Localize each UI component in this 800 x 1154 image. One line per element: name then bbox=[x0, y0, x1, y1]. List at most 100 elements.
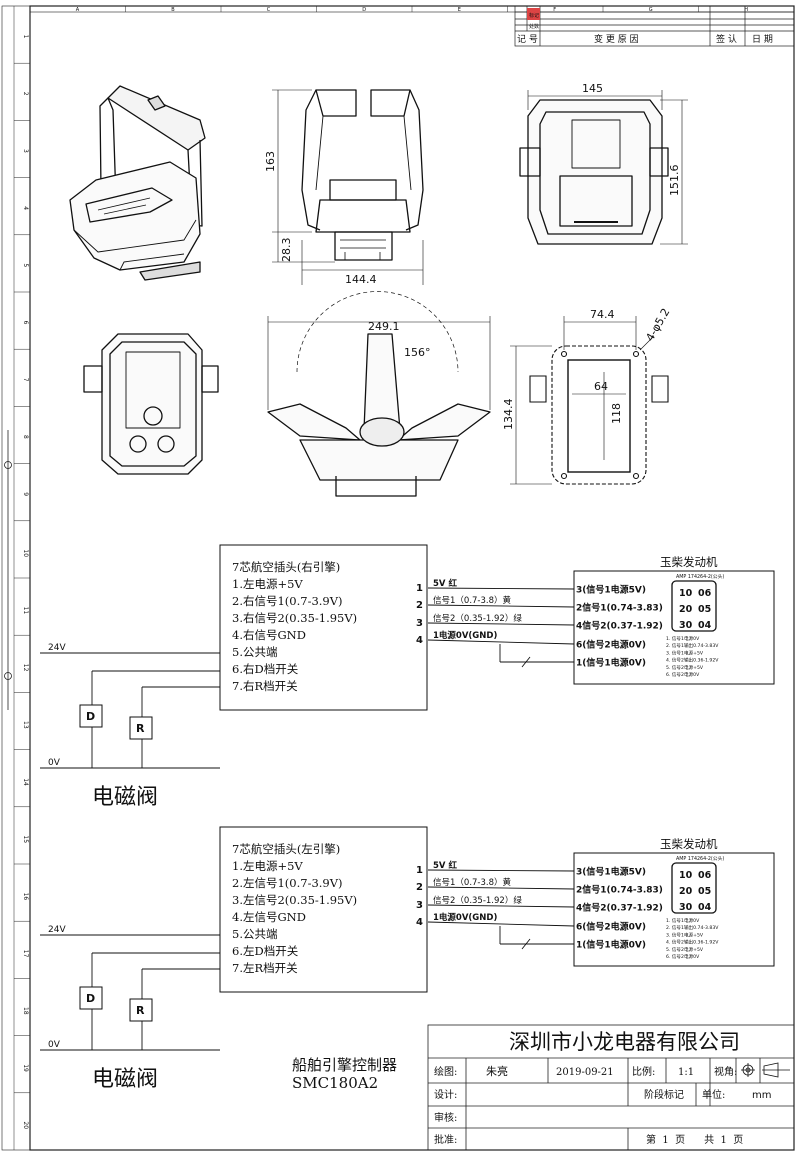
connector-pin: 10 bbox=[679, 588, 693, 599]
cutout-height-dimension: 134.4 bbox=[502, 399, 515, 431]
engine-pin-label: 3(信号1电源5V) bbox=[576, 584, 646, 596]
connector-pin: 04 bbox=[698, 620, 712, 631]
border-column-letter: B bbox=[171, 7, 175, 13]
switch-d-box bbox=[79, 986, 103, 1010]
border-row-number: 13 bbox=[22, 721, 29, 729]
engine-pin-label: 1(信号1电源0V) bbox=[576, 939, 646, 951]
switch-r-box bbox=[129, 998, 153, 1022]
engine-pin-label: 4信号2(0.37-1.92) bbox=[576, 620, 663, 632]
connector-pin-line: 6.右D档开关 bbox=[232, 662, 299, 676]
border-row-number: 14 bbox=[22, 778, 29, 786]
pin-note: 6. 信号2电源0V bbox=[666, 671, 700, 678]
border-row-number: 2 bbox=[22, 92, 29, 96]
wire-label: 1电源0V(GND) bbox=[433, 912, 497, 923]
page-count: 第 1 页 共 1 页 bbox=[646, 1133, 743, 1146]
connector-pin: 30 bbox=[679, 902, 693, 913]
switch-d-label: D bbox=[86, 992, 95, 1005]
wire-label: 5V 红 bbox=[433, 578, 457, 589]
border-row-number: 6 bbox=[22, 321, 29, 325]
connector-pin: 05 bbox=[698, 604, 711, 615]
border-column-letter: F bbox=[553, 7, 556, 13]
wire-number: 3 bbox=[416, 618, 423, 629]
connector-pin-line: 7.右R档开关 bbox=[232, 679, 298, 693]
border-row-number: 7 bbox=[22, 378, 29, 382]
engine-pin-label: 6(信号2电源0V) bbox=[576, 921, 646, 933]
border-row-number: 1 bbox=[22, 35, 29, 39]
wire-line bbox=[427, 904, 575, 908]
binding-marks bbox=[4, 430, 12, 710]
border-column-letter: C bbox=[267, 7, 271, 13]
cutout-width-dimension: 74.4 bbox=[590, 308, 615, 321]
supply-24v-label: 24V bbox=[48, 643, 66, 653]
date-label: 日 期 bbox=[752, 34, 773, 45]
border-row-number: 16 bbox=[22, 893, 29, 901]
front-view bbox=[519, 99, 669, 245]
pin-note: 4. 信号2输出0.36-1.92V bbox=[666, 939, 719, 946]
wire-line bbox=[427, 622, 575, 626]
connector-pin: 10 bbox=[679, 870, 693, 881]
wire-label: 信号1（0.7-3.8）黄 bbox=[433, 877, 512, 888]
connector-pin: 05 bbox=[698, 886, 711, 897]
solenoid-valve-label: 电磁阀 bbox=[92, 785, 158, 810]
engine-pin-label: 2信号1(0.74-3.83) bbox=[576, 884, 663, 896]
engine-connector-box bbox=[573, 570, 775, 685]
drawing-date: 2019-09-21 bbox=[556, 1067, 614, 1078]
wiring-right-engine: 7芯航空插头(右引擎)1.左电源+5V2.右信号1(0.7-3.9V)3.右信号… bbox=[40, 544, 775, 810]
wire-label: 5V 红 bbox=[433, 860, 457, 871]
engine-connector-box bbox=[573, 852, 775, 967]
title-block: 深圳市小龙电器有限公司 绘图: 朱亮 2019-09-21 比例: 1:1 视角… bbox=[427, 1024, 795, 1151]
engine-pin-label: 2信号1(0.74-3.83) bbox=[576, 602, 663, 614]
pin-note: 5. 信号2电源+5V bbox=[666, 664, 704, 671]
arc-angle-dimension: 156° bbox=[404, 346, 431, 359]
wire-label: 1电源0V(GND) bbox=[433, 630, 497, 641]
engine-pin-label: 3(信号1电源5V) bbox=[576, 866, 646, 878]
sign-label: 签 认 bbox=[716, 33, 737, 45]
border-row-number: 18 bbox=[22, 1007, 29, 1015]
revision-block: 标记 处数 记 号 变 更 原 因 签 认 日 期 bbox=[514, 5, 795, 47]
connector-pin-line: 5.公共端 bbox=[232, 927, 277, 941]
border-row-number: 5 bbox=[22, 263, 29, 267]
connector-pin: 06 bbox=[698, 870, 712, 881]
pin-note: 1. 信号1电源0V bbox=[666, 635, 700, 642]
pin-note: 4. 信号2输出0.36-1.92V bbox=[666, 657, 719, 664]
engine-pin-label: 6(信号2电源0V) bbox=[576, 639, 646, 651]
border-row-number: 17 bbox=[22, 950, 29, 958]
connector-pin-line: 3.左信号2(0.35-1.95V) bbox=[232, 893, 357, 907]
pin-note: 2. 信号1输出0.74-3.83V bbox=[666, 642, 719, 649]
wire-line bbox=[427, 869, 575, 872]
border-row-number: 15 bbox=[22, 835, 29, 843]
border-column-letter: H bbox=[744, 7, 748, 13]
side-view-dimensions bbox=[272, 89, 424, 285]
side-view bbox=[301, 89, 424, 261]
connector-face bbox=[671, 862, 717, 914]
connector-pin-line: 6.左D档开关 bbox=[232, 944, 299, 958]
border-row-number: 3 bbox=[22, 149, 29, 153]
wire-label: 信号2（0.35-1.92）绿 bbox=[433, 895, 522, 906]
front-width-dimension: 145 bbox=[582, 82, 603, 95]
connector-box bbox=[219, 826, 428, 993]
connector-pin: 06 bbox=[698, 588, 712, 599]
supply-0v-label: 0V bbox=[48, 1040, 61, 1050]
supply-24v-label: 24V bbox=[48, 925, 66, 935]
border-row-number: 12 bbox=[22, 664, 29, 672]
border-row-number: 11 bbox=[22, 607, 29, 615]
connector-pin-line: 2.右信号1(0.7-3.9V) bbox=[232, 594, 343, 608]
approve-label: 批准: bbox=[434, 1133, 457, 1146]
wire-line bbox=[427, 604, 575, 608]
wire-line bbox=[427, 587, 575, 590]
border-column-letter: A bbox=[76, 7, 80, 13]
record-label: 记 号 bbox=[517, 34, 538, 45]
wire-number: 1 bbox=[416, 583, 423, 594]
connector-pin: 20 bbox=[679, 604, 693, 615]
pin-note: 1. 信号1电源0V bbox=[666, 917, 700, 924]
bottom-view bbox=[83, 333, 219, 475]
connector-pin-line: 4.右信号GND bbox=[232, 628, 306, 642]
front-height-dimension: 151.6 bbox=[668, 165, 681, 197]
cutout-view bbox=[529, 345, 669, 485]
wire-line bbox=[427, 886, 575, 890]
supply-0v-label: 0V bbox=[48, 758, 61, 768]
connector-pin-line: 1.左电源+5V bbox=[232, 859, 303, 873]
wire-number: 4 bbox=[416, 917, 423, 928]
revision-mark-header: 标记 bbox=[529, 12, 539, 19]
